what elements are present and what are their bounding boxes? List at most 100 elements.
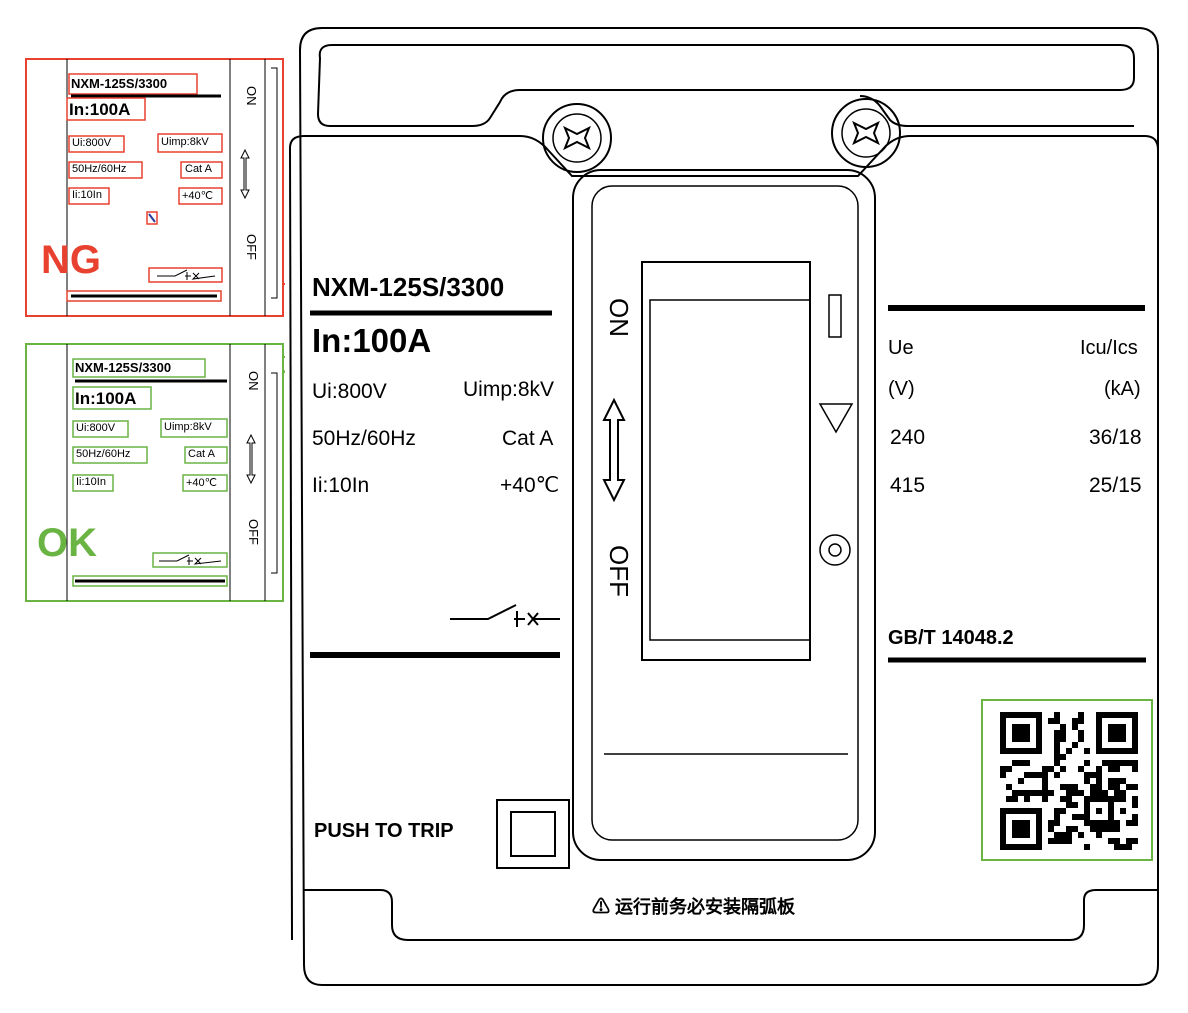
qr-module [1102, 826, 1108, 832]
qr-module [1114, 796, 1120, 802]
qr-module [1048, 838, 1054, 844]
qr-module [1042, 790, 1048, 796]
qr-module [1060, 766, 1066, 772]
qr-module [1072, 790, 1078, 796]
ue-value-row1: 240 [890, 426, 926, 449]
qr-module [1120, 808, 1126, 814]
qr-module [1108, 784, 1114, 790]
frequency-label: 50Hz/60Hz [312, 427, 416, 450]
ng-off-label: OFF [244, 234, 259, 260]
ng-verdict: NG [41, 238, 101, 282]
ng-frequency: 50Hz/60Hz [72, 163, 127, 175]
qr-module [1054, 718, 1060, 724]
qr-module [1108, 838, 1114, 844]
qr-module [1132, 766, 1138, 772]
qr-module [1120, 796, 1126, 802]
qr-module [1036, 790, 1042, 796]
qr-module [1066, 784, 1072, 790]
qr-module [1096, 772, 1102, 778]
qr-module [1096, 790, 1102, 796]
qr-module [1078, 730, 1084, 736]
qr-module [1054, 742, 1060, 748]
qr-module [1066, 748, 1072, 754]
ok-off-label: OFF [246, 519, 261, 545]
ok-rated-current: In:100A [75, 389, 137, 408]
qr-module [1054, 760, 1060, 766]
qr-module [1132, 796, 1138, 802]
ok-temperature: +40℃ [186, 477, 218, 489]
qr-module [1024, 790, 1030, 796]
ok-on-label: ON [246, 371, 261, 391]
qr-module [1114, 820, 1120, 826]
qr-module [1000, 766, 1006, 772]
qr-module [1012, 796, 1018, 802]
qr-module [1042, 772, 1048, 778]
qr-module [1054, 772, 1060, 778]
qr-module [1084, 760, 1090, 766]
ng-panel: NXM-125S/3300 In:100A Ui:800V Uimp:8kV 5… [25, 58, 285, 317]
qr-module [1072, 718, 1078, 724]
qr-module [1090, 826, 1096, 832]
qr-module [1072, 784, 1078, 790]
qr-module [1048, 718, 1054, 724]
qr-module [1078, 712, 1084, 718]
icu-value-row2: 25/15 [1089, 474, 1142, 497]
qr-module [1054, 832, 1060, 838]
qr-module [1084, 748, 1090, 754]
qr-module [1132, 760, 1138, 766]
qr-module [1042, 766, 1048, 772]
rated-current-label: In:100A [312, 322, 432, 359]
qr-module [1114, 784, 1120, 790]
push-to-trip-label: PUSH TO TRIP [314, 820, 454, 842]
qr-module [1042, 796, 1048, 802]
ok-model: NXM-125S/3300 [75, 360, 172, 375]
qr-module [1060, 838, 1066, 844]
ok-panel: NXM-125S/3300 In:100A Ui:800V Uimp:8kV 5… [25, 343, 285, 602]
qr-module [1132, 838, 1138, 844]
qr-module [1042, 784, 1048, 790]
qr-module [1090, 772, 1096, 778]
qr-module [1060, 724, 1066, 730]
ok-uimp: Uimp:8kV [164, 421, 212, 433]
qr-module [1048, 826, 1054, 832]
qr-module [1102, 790, 1108, 796]
qr-module [1120, 844, 1126, 850]
qr-module [1126, 760, 1132, 766]
qr-module [1126, 784, 1132, 790]
qr-module [1024, 760, 1030, 766]
qr-module [1048, 790, 1054, 796]
qr-module [1072, 814, 1078, 820]
qr-module [1018, 790, 1024, 796]
qr-module [1078, 790, 1084, 796]
qr-module [1096, 826, 1102, 832]
qr-module [1012, 790, 1018, 796]
qr-module [1060, 730, 1066, 736]
qr-module [1012, 724, 1030, 742]
qr-module [1114, 844, 1120, 850]
qr-module [1018, 778, 1024, 784]
ng-model: NXM-125S/3300 [71, 76, 168, 91]
qr-module [1078, 766, 1084, 772]
warning-label: ⚠ 运行前务必安装隔弧板 [592, 897, 795, 917]
qr-module [1114, 766, 1120, 772]
ng-ui: Ui:800V [72, 137, 112, 149]
qr-module [1012, 820, 1030, 838]
qr-module [1114, 778, 1120, 784]
qr-module [1114, 790, 1120, 796]
qr-module [1078, 718, 1084, 724]
qr-module [1042, 778, 1048, 784]
qr-module [1066, 802, 1072, 808]
ue-header: Ue [888, 337, 914, 359]
model-label: NXM-125S/3300 [312, 272, 505, 302]
ok-verdict: OK [37, 521, 97, 565]
qr-module [1126, 844, 1132, 850]
ui-label: Ui:800V [312, 380, 387, 403]
qr-module [1066, 826, 1072, 832]
qr-module [1066, 838, 1072, 844]
qr-module [1060, 832, 1066, 838]
category-label: Cat A [502, 427, 554, 450]
temperature-label: +40℃ [500, 474, 560, 497]
qr-module [1114, 826, 1120, 832]
uimp-label: Uimp:8kV [463, 378, 555, 401]
